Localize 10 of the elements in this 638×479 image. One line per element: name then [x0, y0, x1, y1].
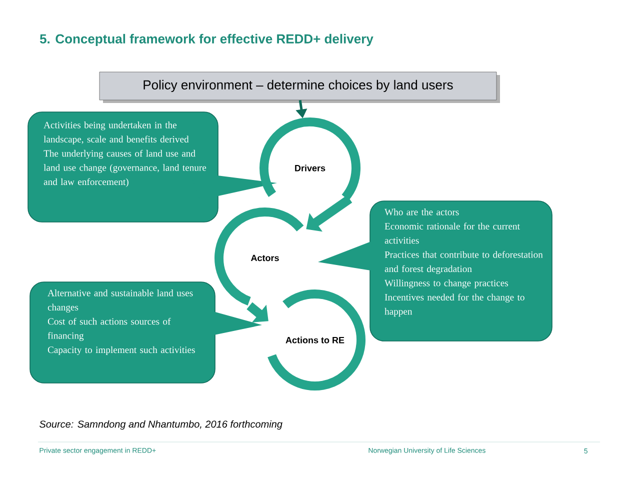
speech-bubble: Activities being undertaken in the landscape, scale and benefits derived The underlying causes of land use and land use change (governance, land tenure and law enforcement) — [28, 112, 277, 222]
slide-title: 5. Conceptual framework for effective REDD+ delivery — [40, 34, 374, 46]
policy-box: Policy environment – determine choices by land users — [99, 72, 500, 103]
source-note: Source: Samndong and Nhantumbo, 2016 forthcoming — [40, 420, 282, 430]
speech-bubble: Alternative and sustainable land uses changes Cost of such actions sources of financing Capacity to implement such activities — [30, 282, 262, 384]
circular-band: Actions to RE — [268, 290, 366, 390]
circular-band: Drivers — [260, 118, 360, 200]
curved-arrow — [306, 195, 352, 232]
circular-band: Actors — [214, 208, 304, 306]
curved-arrow — [246, 302, 268, 322]
